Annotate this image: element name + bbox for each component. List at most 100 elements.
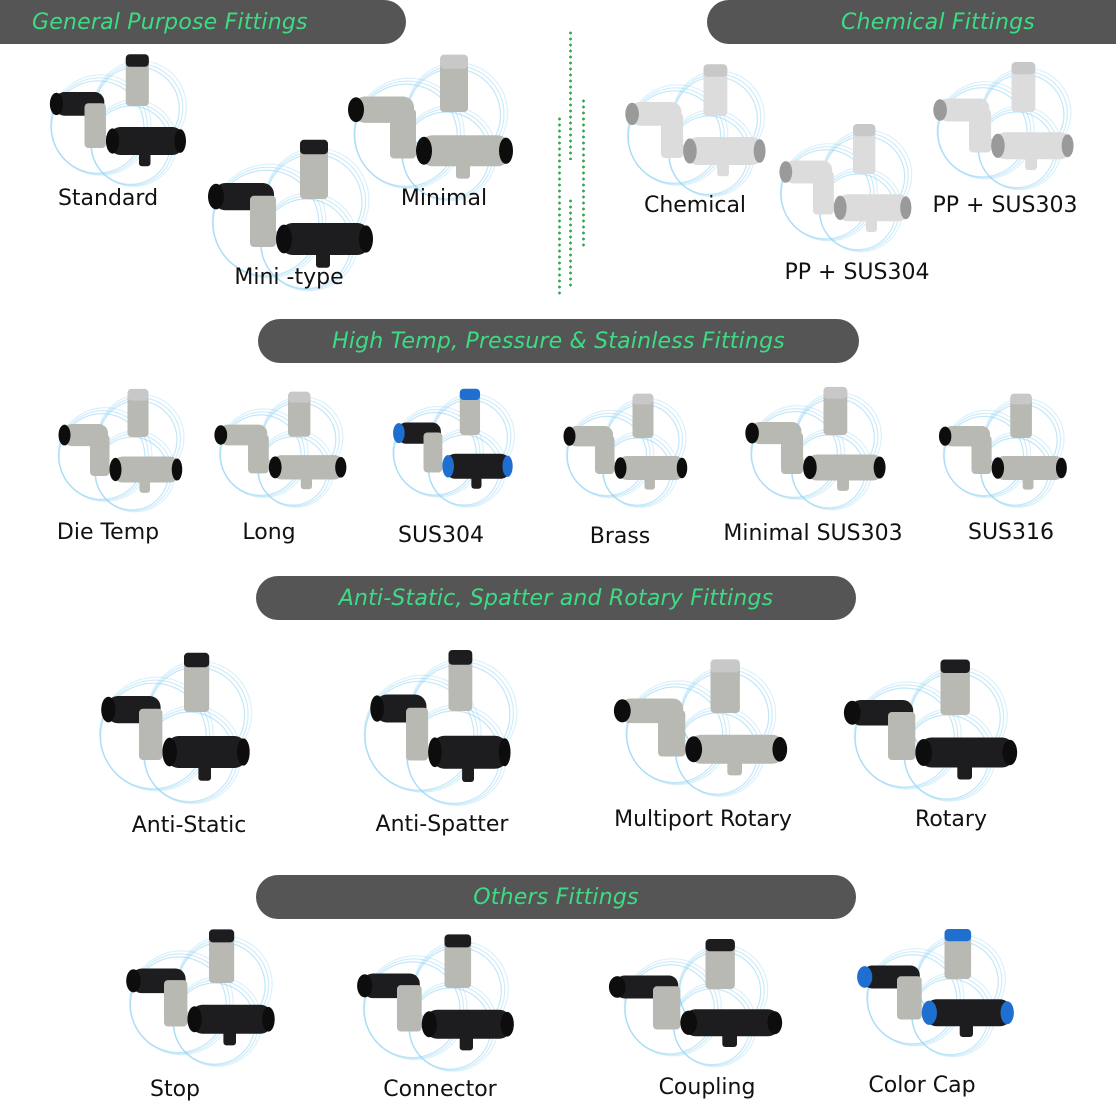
fitting-port	[126, 969, 141, 993]
fitting-thread	[397, 985, 422, 1032]
swirl-ring	[392, 405, 484, 498]
fitting-port	[900, 196, 912, 220]
swirl-ring	[57, 409, 150, 502]
fitting-collet	[703, 64, 728, 77]
fitting-port	[1002, 739, 1018, 766]
swirl-ring	[627, 87, 725, 185]
product-label: Coupling	[658, 1075, 756, 1100]
swirl-ring	[780, 146, 875, 241]
fitting-port	[683, 138, 697, 164]
fitting-image	[363, 649, 518, 806]
fitting-image	[357, 934, 514, 1072]
product-label: Minimal SUS303	[723, 521, 903, 546]
section-title: Chemical Fittings	[841, 9, 1035, 35]
fitting-image	[843, 659, 1018, 802]
swirl-ring	[353, 77, 465, 190]
fitting-straight	[944, 931, 972, 979]
fitting-port	[753, 139, 766, 163]
fitting-port	[359, 225, 373, 253]
dotted-divider	[558, 116, 561, 296]
fitting-tee-stem	[316, 227, 330, 268]
fitting-port	[428, 737, 442, 768]
product-label: Rotary	[915, 807, 987, 832]
fitting-collet	[209, 929, 235, 943]
fitting-thread	[139, 708, 163, 760]
fitting-port	[779, 161, 793, 183]
fitting-thread	[406, 707, 429, 761]
fitting-port	[421, 1011, 437, 1038]
fitting-straight	[459, 391, 481, 435]
section-banner-high-temp: High Temp, Pressure & Stainless Fittings	[258, 319, 859, 363]
swirl-ring	[129, 953, 231, 1055]
swirl-ring	[99, 679, 211, 791]
fitting-collet	[710, 659, 740, 673]
fitting-port	[613, 699, 631, 723]
fitting-tee-stem	[722, 1013, 737, 1048]
fitting-tee-stem	[462, 740, 474, 782]
fitting-tee-stem	[139, 460, 150, 493]
product-label: Stop	[149, 1077, 201, 1102]
fitting-collet	[288, 391, 311, 403]
fitting-port	[608, 976, 626, 998]
fitting-thread	[248, 434, 269, 474]
product-label: Die Temp	[56, 520, 160, 545]
fitting-thread	[813, 171, 834, 215]
fitting-collet	[300, 139, 328, 155]
fitting-straight	[853, 126, 876, 174]
fitting-port	[803, 455, 817, 480]
fitting-port	[857, 966, 873, 988]
fitting-thread	[423, 432, 443, 473]
swirl-ring	[750, 404, 846, 501]
product-label: PP + SUS303	[932, 193, 1078, 218]
fitting-tee-stem	[837, 458, 849, 491]
fitting-straight	[1010, 396, 1032, 438]
swirl-ring	[566, 412, 651, 498]
product-label: Multiport Rotary	[614, 807, 792, 832]
swirl-ring	[364, 677, 479, 792]
fitting-straight	[184, 656, 210, 712]
fitting-straight	[705, 941, 735, 989]
fitting-port	[680, 1010, 698, 1035]
fitting-port	[268, 456, 282, 479]
fitting-tee-stem	[471, 457, 482, 489]
fitting-image	[608, 939, 783, 1068]
fitting-straight	[209, 932, 235, 983]
swirl-ring	[211, 163, 327, 279]
fitting-port	[563, 426, 576, 446]
fitting-tee-stem	[300, 458, 312, 490]
fitting-image	[613, 659, 788, 797]
fitting-thread	[84, 103, 106, 148]
fitting-tee-stem	[959, 1003, 973, 1038]
fitting-image	[625, 64, 766, 197]
fitting-collet	[184, 652, 210, 668]
fitting-port	[348, 97, 364, 123]
product-label: Anti-Spatter	[375, 812, 509, 837]
fitting-port	[208, 183, 224, 210]
fitting-thread	[897, 976, 922, 1020]
swirl-ring	[49, 74, 152, 176]
section-banner-chemical: Chemical Fittings	[707, 0, 1116, 44]
swirl-ring	[392, 408, 481, 497]
fitting-port	[442, 455, 454, 478]
fitting-port	[745, 422, 759, 444]
fitting-thread	[661, 113, 684, 158]
swirl-ring	[363, 958, 465, 1060]
fitting-collet	[440, 54, 468, 69]
fitting-port	[357, 974, 373, 998]
fitting-port	[370, 695, 384, 722]
swirl-ring	[866, 948, 965, 1047]
fitting-thread	[90, 434, 110, 476]
product-label: Long	[242, 520, 296, 545]
section-title: High Temp, Pressure & Stainless Fittings	[332, 328, 785, 354]
fitting-image	[214, 391, 347, 508]
fitting-straight	[440, 57, 468, 112]
fitting-port	[214, 425, 228, 445]
fitting-image	[779, 124, 913, 253]
product-label: PP + SUS304	[784, 260, 930, 285]
fitting-straight	[125, 57, 149, 106]
fitting-image	[563, 393, 688, 508]
fitting-tee-stem	[223, 1009, 236, 1046]
swirl-ring	[750, 407, 842, 500]
product-label: Anti-Static	[131, 813, 247, 838]
fitting-port	[772, 736, 788, 762]
